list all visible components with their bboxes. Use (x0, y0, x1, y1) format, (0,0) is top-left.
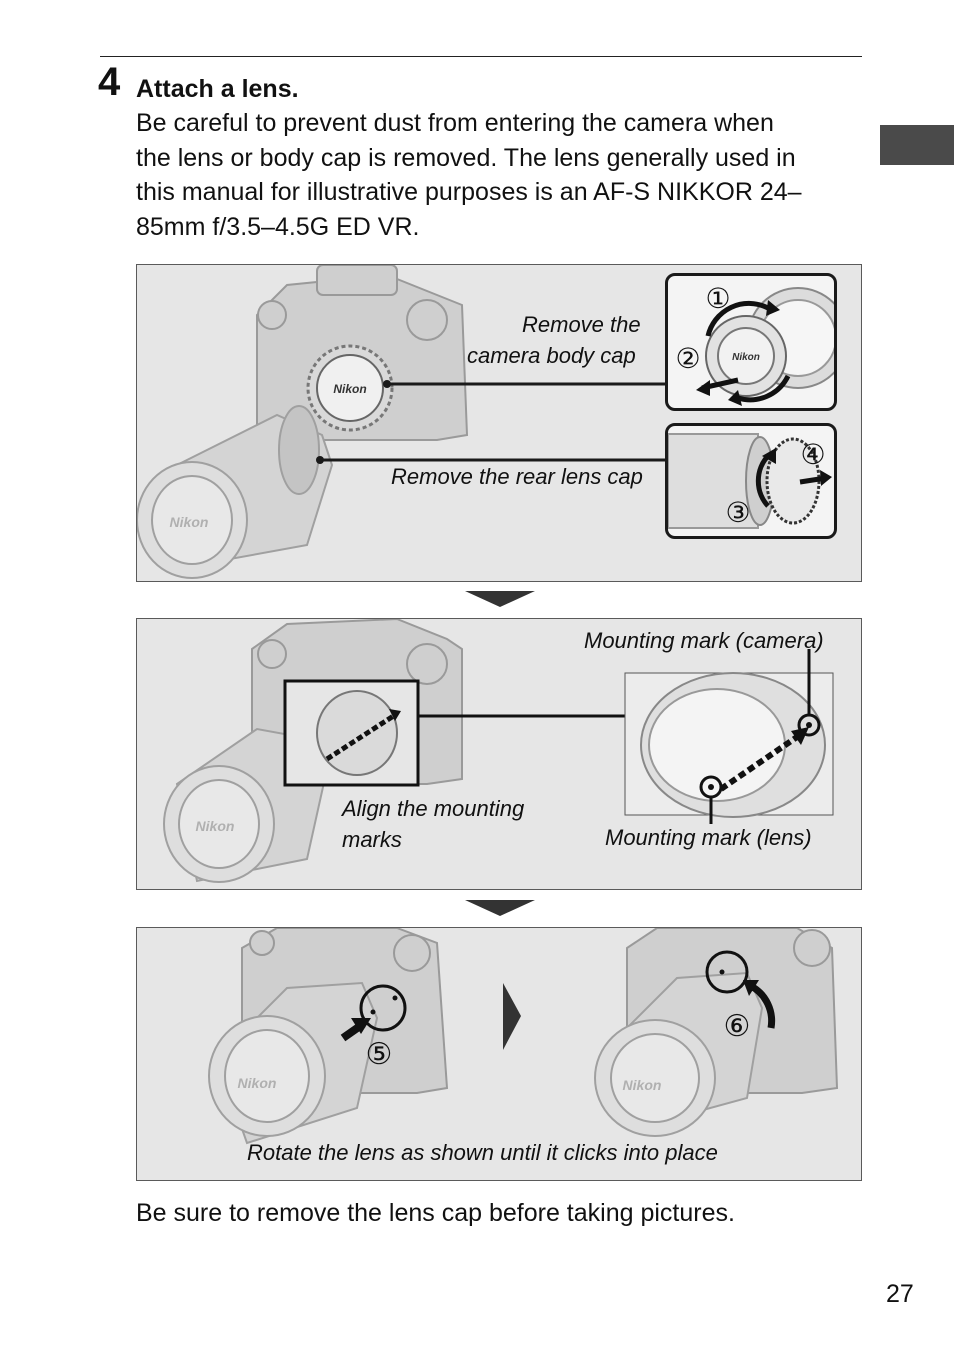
step-body-line: Be careful to prevent dust from entering… (136, 109, 774, 137)
svg-text:Nikon: Nikon (732, 352, 760, 363)
rotate-lens-illustration: Nikon ⑤ Nikon ⑥ (208, 928, 839, 1145)
rear-cap-removal-illustration: ④ ③ (668, 433, 832, 529)
camera-alignment-illustration: Nikon (163, 619, 834, 883)
marker-1: ① (705, 282, 730, 315)
step-body-line: the lens or body cap is removed. The len… (136, 143, 796, 172)
label-remove-rear-lens-cap: Remove the rear lens cap (391, 464, 643, 489)
marker-6: ⑥ (724, 1009, 751, 1044)
step-arrow-down-icon (465, 900, 535, 916)
page-number: 27 (886, 1280, 914, 1308)
inset-rear-cap-removal: ④ ③ (665, 423, 837, 539)
svg-text:Nikon: Nikon (623, 1077, 662, 1093)
label-mounting-mark-lens: Mounting mark (lens) (605, 825, 812, 850)
caption-rotate-lens: Rotate the lens as shown until it clicks… (247, 1140, 718, 1165)
step-number: 4 (98, 60, 121, 104)
sequence-arrow-icon (503, 983, 521, 1050)
body-cap-removal-illustration: Nikon ① ② (675, 282, 834, 406)
marker-5: ⑤ (366, 1037, 393, 1072)
marker-2: ② (675, 342, 700, 375)
svg-text:Nikon: Nikon (170, 514, 209, 530)
header-rule (100, 56, 862, 57)
svg-text:Nikon: Nikon (196, 818, 235, 834)
label-remove-body-cap-line2: camera body cap (467, 343, 636, 368)
svg-text:Nikon: Nikon (333, 382, 366, 396)
step-body: Be careful to prevent dust from entering… (136, 106, 856, 244)
inset-body-cap-removal: Nikon ① ② (665, 273, 837, 411)
label-align-marks-line2: marks (342, 827, 402, 852)
step-arrow-down-icon (465, 591, 535, 607)
lens-cap-reminder: Be sure to remove the lens cap before ta… (136, 1199, 735, 1227)
panel-align-marks: Nikon Mounting mark (camera) Align the m… (136, 618, 862, 890)
panel-rotate-lens: Nikon ⑤ Nikon ⑥ Rotate the lens as shown… (136, 927, 862, 1181)
step-body-line: 85mm f/3.5–4.5G ED VR. (136, 212, 420, 241)
body-cap-icon: Nikon (306, 344, 394, 432)
label-remove-body-cap-line1: Remove the (522, 312, 641, 337)
label-mounting-mark-camera: Mounting mark (camera) (584, 628, 824, 653)
camera-with-lens-illustration: Nikon Nikon (137, 265, 667, 579)
marker-4: ④ (800, 438, 825, 471)
label-align-marks-line1: Align the mounting (342, 796, 525, 821)
panel-remove-caps: Nikon Nikon Remove the camera body cap R… (136, 264, 862, 582)
step-title: Attach a lens. (136, 75, 299, 103)
step-body-line: this manual for illustrative purposes is… (136, 178, 802, 206)
chapter-tab (880, 125, 954, 165)
svg-text:Nikon: Nikon (238, 1075, 277, 1091)
marker-3: ③ (725, 496, 750, 529)
